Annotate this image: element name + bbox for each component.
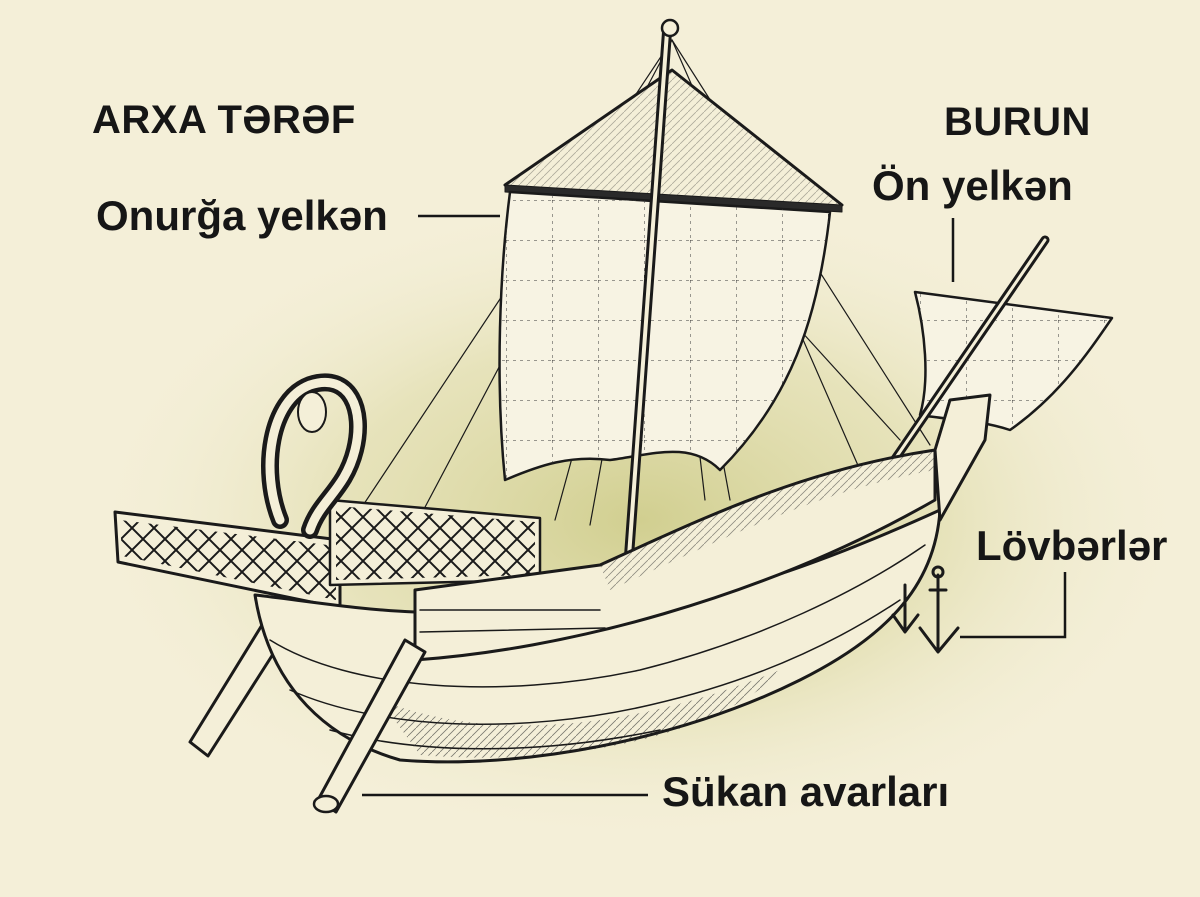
leader-line-anchors [960,572,1067,639]
label-anchors: Lövbərlər [976,522,1168,569]
label-foresail: Ön yelkən [872,162,1073,209]
ship [113,18,1114,814]
bow-post [933,393,992,522]
anchors-drawing [891,565,960,654]
mast-top [660,18,680,38]
bow-heading: BURUN [944,100,1091,144]
label-mainsail: Onurğa yelkən [96,192,388,239]
label-steering-oars: Sükan avarları [662,768,950,815]
stern-heading: ARXA TƏRƏF [92,98,356,142]
leader-lines [362,214,1067,797]
steering-oar-right [316,638,427,814]
